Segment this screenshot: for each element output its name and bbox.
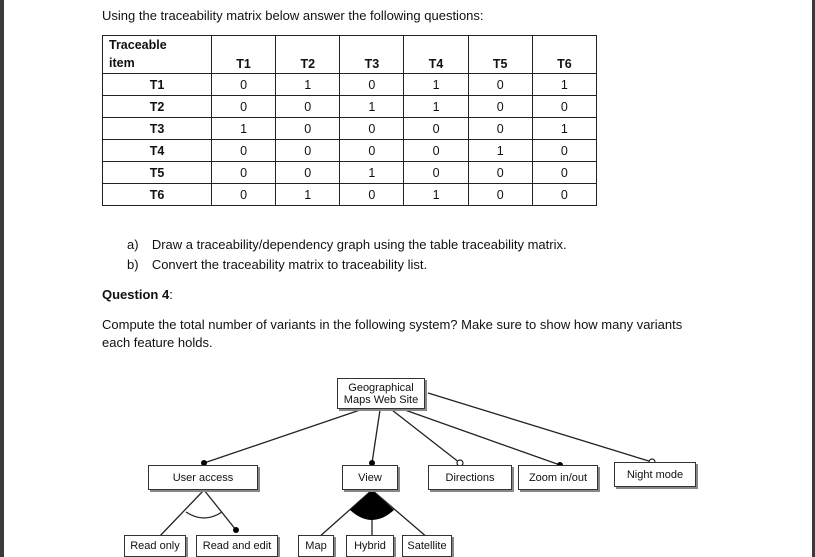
corner-header: Traceable item (102, 35, 212, 74)
or-group-arc (350, 490, 394, 520)
feature-view: View (342, 465, 398, 490)
edge-root-user-access (203, 409, 361, 464)
corner-line-2: item (109, 56, 135, 70)
edge-root-directions (391, 409, 461, 464)
matrix-cell: 0 (339, 183, 405, 206)
feature-night-mode: Night mode (614, 462, 696, 487)
feature-read-only: Read only (124, 535, 186, 557)
right-edge (812, 0, 815, 557)
feature-satellite: Satellite (402, 535, 452, 557)
task-b-text: Convert the traceability matrix to trace… (151, 257, 428, 272)
row-header: T4 (102, 139, 212, 162)
column-header: T1 (210, 35, 277, 74)
feature-hybrid: Hybrid (346, 535, 394, 557)
feature-root-line-2: Maps Web Site (343, 393, 419, 406)
feature-read-edit: Read and edit (196, 535, 278, 557)
left-edge (0, 0, 4, 557)
task-a-marker: a) (127, 237, 139, 252)
edge-user-access-read-only (157, 489, 205, 539)
task-a: a) Draw a traceability/dependency graph … (127, 237, 567, 252)
edge-view-satellite (371, 489, 429, 539)
table-row: T6 0 1 0 1 0 0 (102, 183, 598, 206)
table-row: T5 0 0 1 0 0 0 (102, 161, 598, 184)
mandatory-marker-view (369, 460, 375, 466)
edge-root-night-mode (427, 392, 653, 463)
matrix-cell: 0 (531, 183, 598, 206)
row-header: T5 (102, 161, 212, 184)
mandatory-marker-user-access (201, 460, 207, 466)
traceability-matrix: Traceable item T1 T2 T3 T4 T5 T6 T1 0 1 … (102, 35, 598, 206)
question-line-2: each feature holds. (102, 335, 213, 350)
question-line-1: Compute the total number of variants in … (102, 317, 683, 332)
marker-read-edit (233, 527, 239, 533)
feature-map: Map (298, 535, 334, 557)
column-header: T5 (467, 35, 533, 74)
feature-root: Geographical Maps Web Site (337, 378, 425, 409)
edge-user-access-read-edit (203, 489, 237, 531)
feature-root-line-1: Geographical (348, 381, 414, 394)
task-b-marker: b) (127, 257, 139, 272)
alternative-arc (185, 511, 223, 519)
task-b: b) Convert the traceability matrix to tr… (127, 257, 427, 272)
question-heading-label: Question 4 (102, 287, 170, 302)
table-row: T2 0 0 1 1 0 0 (102, 95, 598, 118)
feature-user-access: User access (148, 465, 258, 490)
task-a-text: Draw a traceability/dependency graph usi… (151, 237, 567, 252)
row-header: T6 (102, 183, 212, 206)
edge-root-view (371, 409, 381, 464)
edge-view-map (317, 489, 373, 539)
question-heading: Question 4: (102, 287, 173, 302)
feature-directions: Directions (428, 465, 512, 490)
question-heading-colon: : (169, 287, 173, 302)
table-row: T3 1 0 0 0 0 1 (102, 117, 598, 140)
edge-root-zoom (404, 409, 561, 466)
corner-line-1: Traceable (109, 38, 167, 52)
intro-text: Using the traceability matrix below answ… (102, 8, 484, 23)
feature-zoom: Zoom in/out (518, 465, 598, 490)
